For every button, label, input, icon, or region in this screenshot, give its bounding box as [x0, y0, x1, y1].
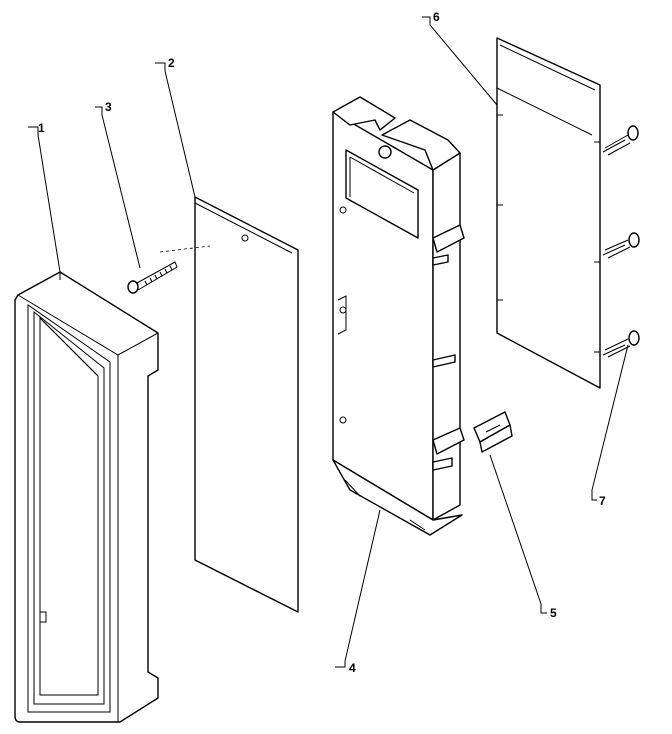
screw-7-bottom [602, 330, 640, 358]
callout-label-3: 3 [105, 100, 112, 114]
part-control-bracket [332, 96, 465, 536]
callout-label-1: 1 [38, 121, 45, 135]
part-panel-board [159, 196, 299, 613]
leader-3 [95, 106, 141, 269]
part-screw-3 [127, 261, 178, 294]
callout-label-6: 6 [433, 10, 440, 24]
leader-7 [591, 344, 629, 501]
callout-label-2: 2 [168, 56, 175, 70]
leader-2 [155, 62, 196, 198]
part-screws-7 [602, 125, 640, 358]
leader-6 [422, 16, 498, 106]
screw-7-top [602, 125, 639, 156]
callout-labels: 1 2 3 4 5 6 7 [38, 10, 606, 675]
part-circuit-board [496, 37, 601, 389]
leader-5 [489, 454, 547, 614]
part-clip [473, 411, 513, 453]
leader-1 [28, 126, 61, 273]
part-frame [14, 271, 159, 723]
screw-7-middle [602, 232, 640, 259]
leader-lines [28, 16, 629, 668]
leader-4 [335, 509, 381, 668]
callout-label-4: 4 [349, 661, 356, 675]
callout-label-5: 5 [550, 606, 557, 620]
callout-label-7: 7 [599, 494, 606, 508]
